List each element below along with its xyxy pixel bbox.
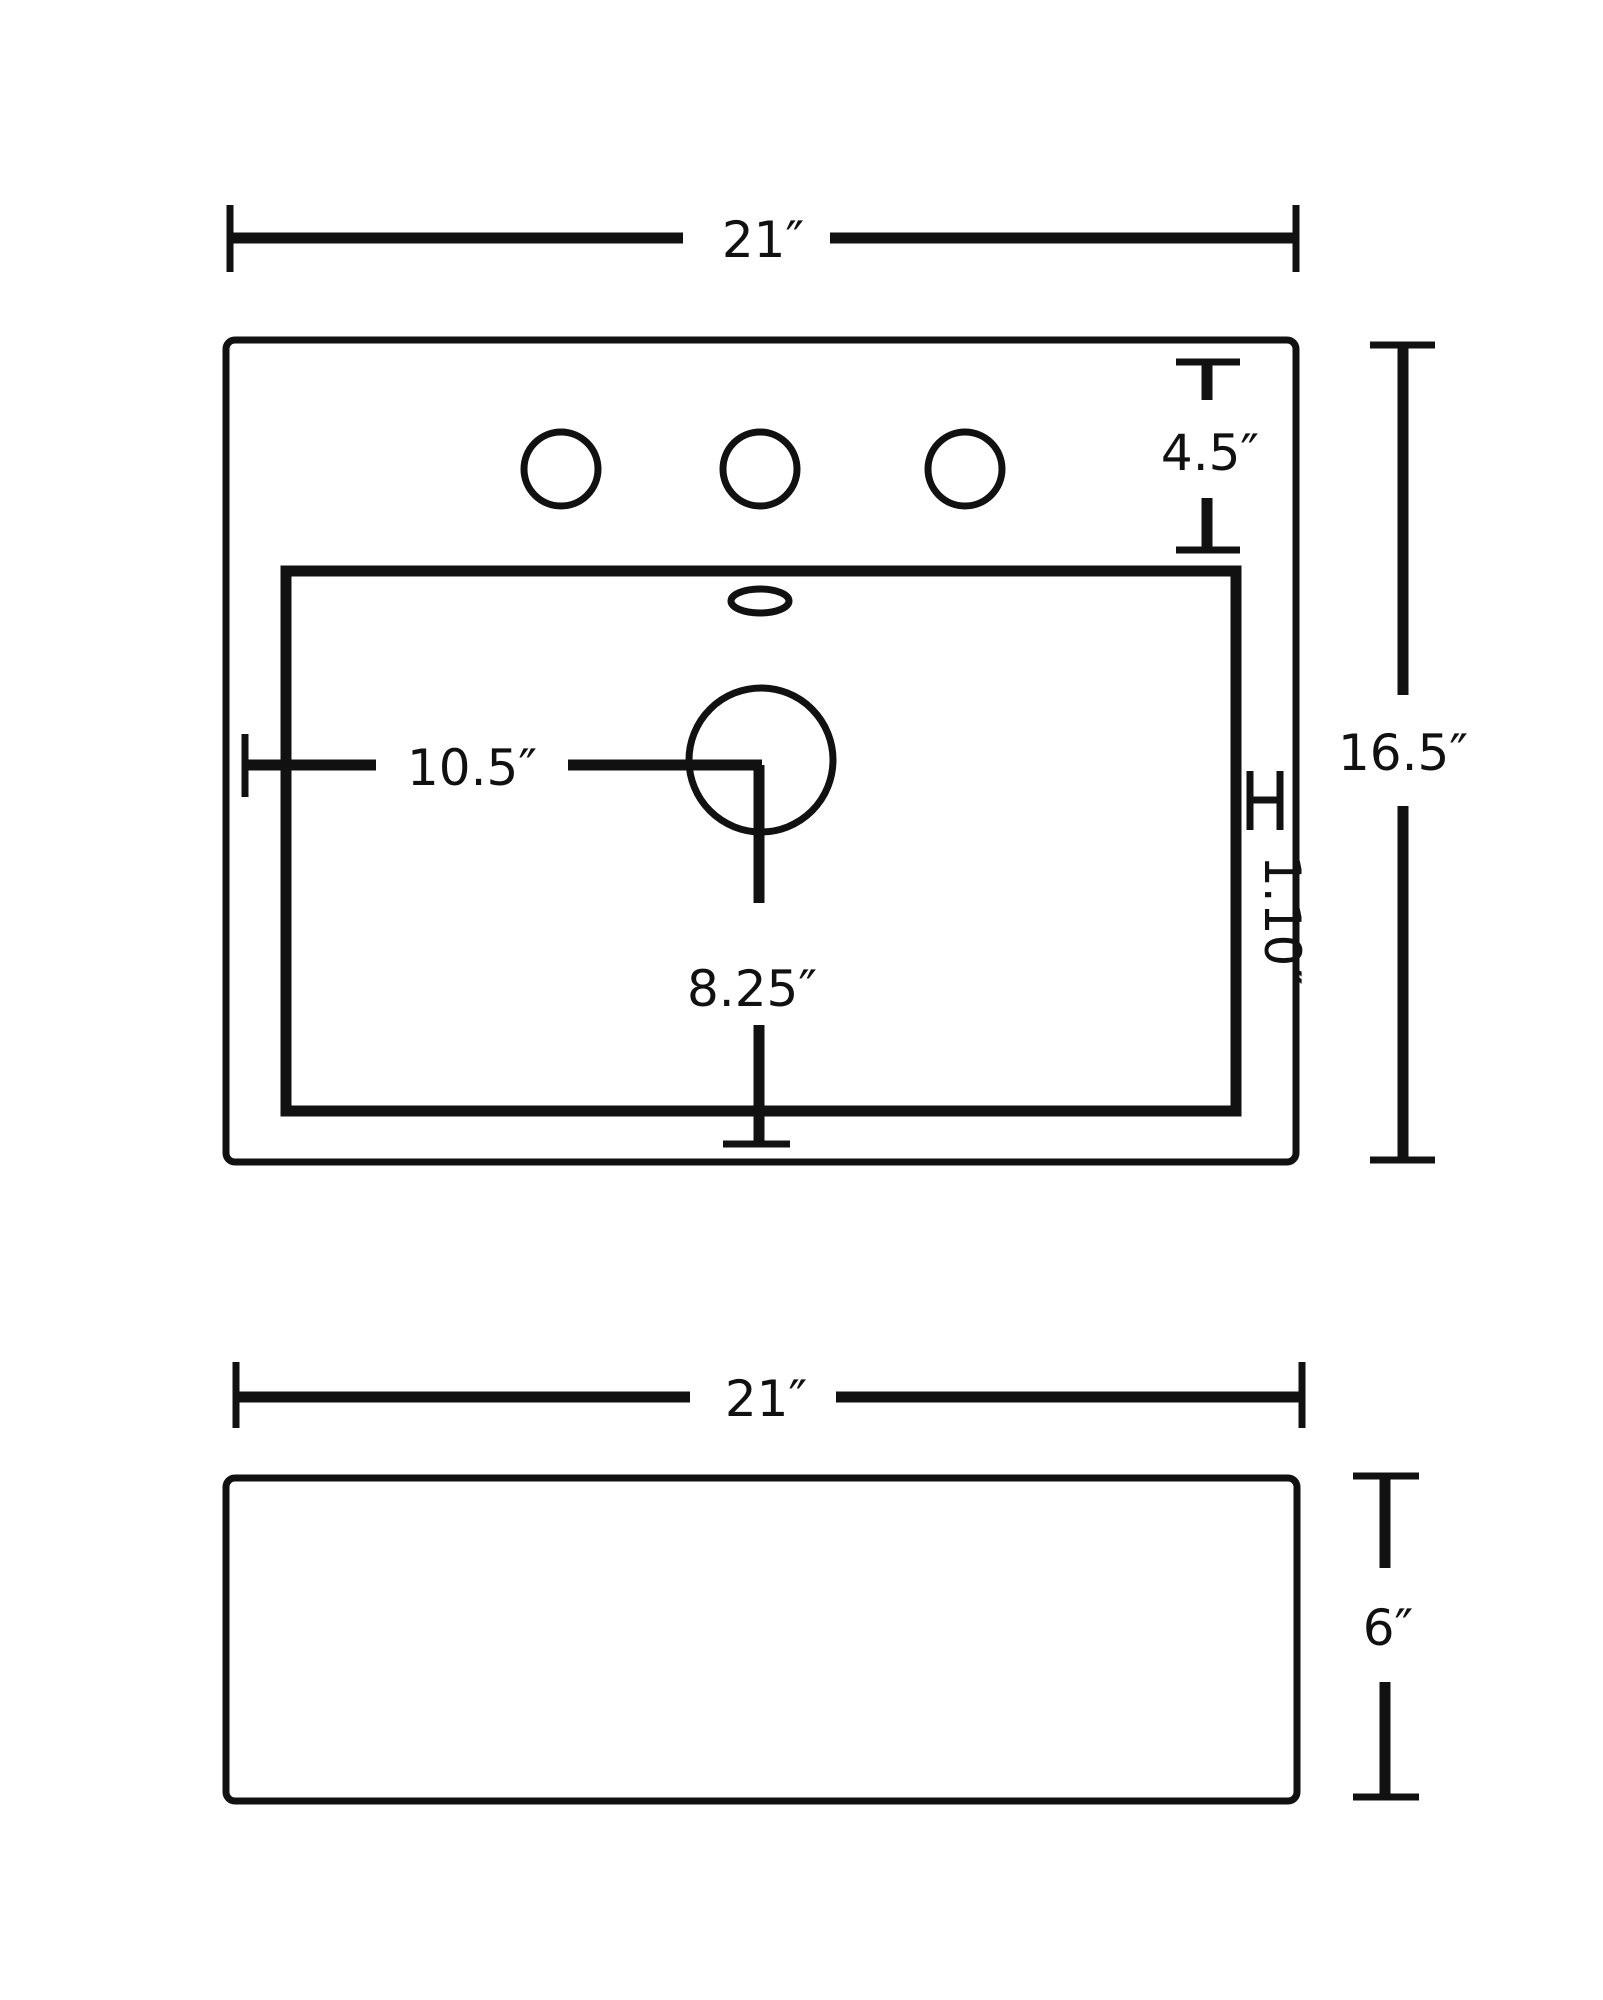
faucet-setback-dimension: 4.5″ bbox=[1161, 358, 1259, 554]
top-depth-label: 16.5″ bbox=[1338, 724, 1468, 782]
sink-side-profile bbox=[222, 1474, 1301, 1805]
faucet-setback-label: 4.5″ bbox=[1161, 424, 1259, 482]
drain-from-front-dimension: 8.25″ bbox=[687, 765, 817, 1148]
side-height-label: 6″ bbox=[1363, 1599, 1414, 1657]
drain-from-side-dimension: 10.5″ bbox=[241, 734, 762, 797]
drain-from-side-label: 10.5″ bbox=[407, 739, 537, 797]
drain-from-front-label: 8.25″ bbox=[687, 960, 817, 1018]
top-width-dimension: 21″ bbox=[226, 205, 1300, 272]
rim-width-dimension: 1.10″ bbox=[1246, 771, 1311, 985]
overflow-hole bbox=[727, 585, 793, 617]
side-height-dimension: 6″ bbox=[1353, 1472, 1419, 1801]
sink-outer-rim bbox=[222, 336, 1300, 1166]
rim-width-label: 1.10″ bbox=[1253, 855, 1311, 985]
faucet-hole-left bbox=[520, 428, 602, 510]
side-width-dimension: 21″ bbox=[232, 1362, 1306, 1428]
faucet-hole-center bbox=[719, 428, 801, 510]
top-width-label: 21″ bbox=[722, 211, 804, 269]
faucet-hole-right bbox=[924, 428, 1006, 510]
side-view: 21″ 6″ bbox=[222, 1362, 1419, 1805]
top-depth-dimension: 16.5″ bbox=[1338, 341, 1468, 1164]
top-view: 21″ 4.5″ 10.5″ bbox=[222, 205, 1468, 1166]
side-width-label: 21″ bbox=[725, 1370, 807, 1428]
